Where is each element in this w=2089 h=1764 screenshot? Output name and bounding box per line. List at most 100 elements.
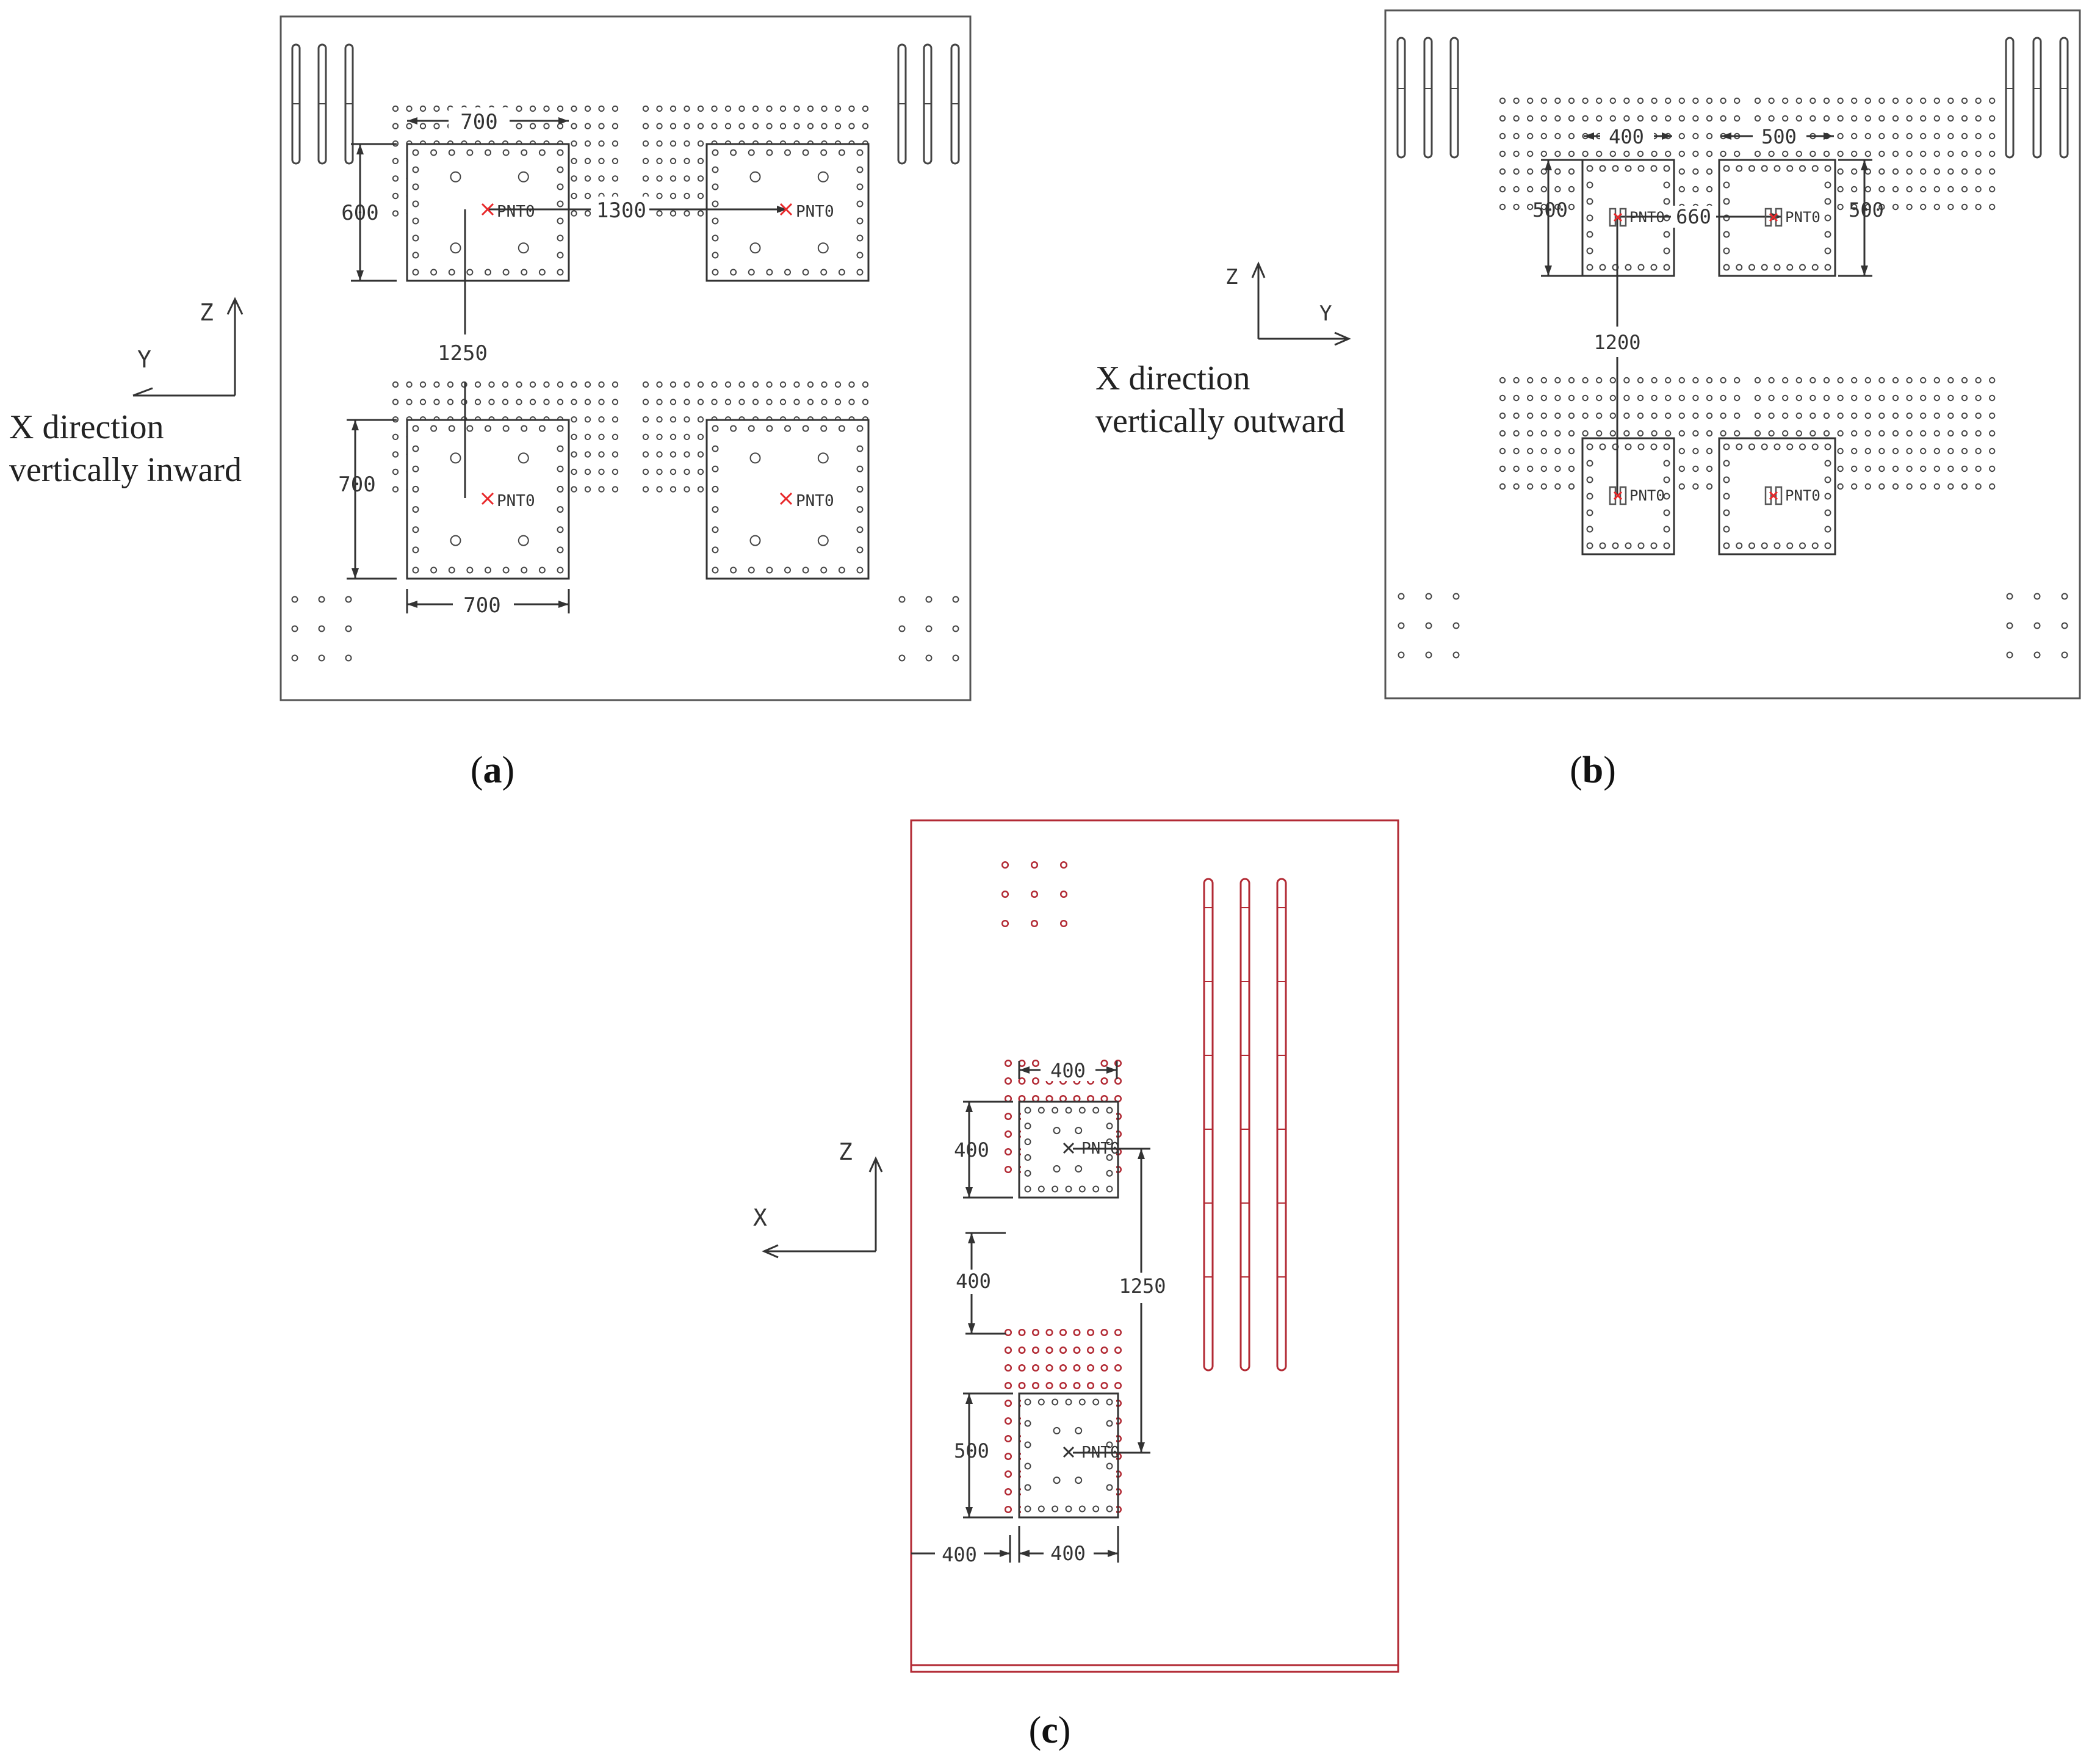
hole [516,399,522,405]
hole [1625,165,1632,172]
hole [712,425,719,432]
hole [1768,412,1775,419]
hole [1045,1364,1053,1372]
hole [406,381,413,388]
hole [1663,509,1670,516]
axis-z-label: Z [839,1138,853,1165]
hole [1782,97,1789,104]
hole [1024,1398,1031,1406]
hole [1024,1107,1031,1114]
hole [529,105,536,112]
hole [1837,97,1844,104]
hole [1920,97,1927,104]
hole [1554,412,1561,419]
hole [1527,186,1534,193]
hole [521,566,528,574]
hole [1059,890,1068,898]
hole [856,526,864,533]
hole [1106,1122,1113,1130]
pnt0-label: PNT0 [1081,1444,1120,1462]
hole [1527,97,1534,104]
hole [1892,430,1899,437]
hole [1663,165,1670,172]
hole [419,105,427,112]
hole [612,416,619,423]
hole [1582,115,1589,122]
panel-c-arrowheads [965,1066,1145,1557]
dim-a-bottom-width: 700 [463,593,500,618]
hole [502,566,510,574]
hole [1596,412,1603,419]
hole [1004,1112,1012,1121]
hole [1001,919,1009,928]
hole [1114,1328,1122,1337]
hole [1989,150,1996,157]
hole [1065,1398,1072,1406]
hole [1678,430,1686,437]
hole [612,399,619,405]
hole [1837,483,1844,490]
panel-a-caption: (a) [471,750,514,791]
hole [584,157,591,164]
hole [1106,1441,1113,1448]
hole [1678,447,1686,455]
hole [1609,150,1617,157]
dim-a-left-bottom: 700 [338,472,375,497]
hole [1824,181,1831,189]
hole [419,381,427,388]
pnt0-label: PNT0 [497,492,535,510]
hole [584,486,591,493]
dim-b-top-left-width: 400 [1609,125,1644,148]
hole [898,625,906,632]
hole [1706,115,1713,122]
hole [1540,168,1548,175]
hole [1824,509,1831,516]
hole [1073,1328,1081,1337]
hole [684,468,690,475]
hole [1586,542,1593,549]
slot [2032,37,2042,159]
hole [656,123,663,129]
hole [1837,377,1844,384]
hole [1920,115,1927,122]
large-hole [817,242,829,254]
hole [1837,394,1844,402]
hole [1513,412,1520,419]
hole [1736,165,1743,172]
mount-square [705,143,870,282]
hole [412,234,419,242]
hole [466,566,474,574]
hole [1878,132,1885,140]
hole [1878,412,1885,419]
hole [1678,132,1686,140]
hole [1024,1505,1031,1513]
hole [848,381,855,388]
hole [1086,1094,1095,1103]
hole [1748,264,1755,271]
hole [1782,377,1789,384]
hole [766,269,773,276]
hole [684,192,690,200]
hole [1975,394,1982,402]
hole [766,105,773,112]
hole [1106,1420,1113,1427]
hole [1809,115,1816,122]
hole [1795,394,1803,402]
hole [1837,465,1844,472]
hole [1609,430,1617,437]
hole [1761,443,1768,450]
hole [538,425,546,432]
hole [1809,430,1816,437]
hole [669,192,677,200]
hole [433,123,440,129]
hole [392,451,399,458]
hole [1933,168,1941,175]
hole [1809,97,1816,104]
hole [1086,1346,1095,1354]
hole [1650,542,1658,549]
hole [1768,115,1775,122]
hole [1540,465,1548,472]
hole [1540,186,1548,193]
hole [392,210,399,217]
hole [1824,460,1831,467]
